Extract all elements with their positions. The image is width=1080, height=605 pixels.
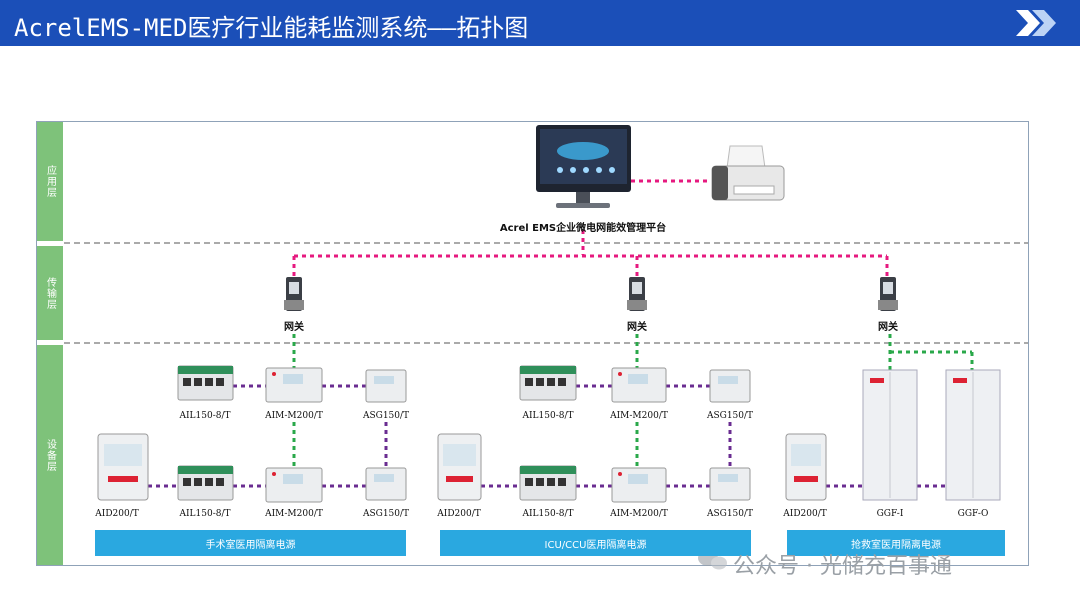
ail150-device-icon [177, 465, 234, 501]
asg150-device-icon [365, 369, 407, 403]
page-title: AcrelEMS-MED医疗行业能耗监测系统——拓扑图 [14, 14, 529, 42]
layer-device: 设备层 [37, 345, 63, 565]
purple-links [148, 384, 946, 488]
gateway-icon [627, 277, 647, 311]
header-bar: AcrelEMS-MED医疗行业能耗监测系统——拓扑图 [0, 0, 1080, 46]
device-label: AID200/T [437, 509, 481, 519]
gateway-icon [284, 277, 304, 311]
device-label: ASG150/T [706, 411, 754, 421]
device-label: GGF-I [876, 509, 904, 519]
aid200-device-icon [437, 433, 482, 501]
layer-transmission: 传输层 [37, 246, 63, 340]
device-label: AIL150-8/T [179, 411, 231, 421]
watermark: 公众号 · 光储充百事通 [695, 548, 952, 580]
device-label: AIL150-8/T [522, 509, 574, 519]
watermark-text: 公众号 · 光储充百事通 [733, 554, 952, 579]
chevron-right-icon [1016, 10, 1056, 36]
asg150-device-icon [709, 369, 751, 403]
aim-m200-device-icon [265, 367, 323, 403]
aim-m200-device-icon [265, 467, 323, 503]
device-label: ASG150/T [706, 509, 754, 519]
ail150-device-icon [519, 465, 577, 501]
asg150-device-icon [365, 467, 407, 501]
device-label: AID200/T [783, 509, 827, 519]
gateway-label: 网关 [878, 322, 898, 333]
gateway-label: 网关 [284, 322, 304, 333]
printer-icon [711, 145, 785, 201]
gateway-icon [878, 277, 898, 311]
aim-m200-device-icon [611, 367, 667, 403]
aim-m200-device-icon [611, 467, 667, 503]
green-links [292, 334, 974, 466]
pink-bus [292, 179, 889, 277]
device-label: ASG150/T [362, 509, 410, 519]
device-label: ASG150/T [362, 411, 410, 421]
aid200-device-icon [785, 433, 827, 501]
ggf-cabinet-icon [862, 369, 918, 501]
device-label: AIL150-8/T [179, 509, 231, 519]
ail150-device-icon [519, 365, 577, 401]
layer-application: 应用层 [37, 122, 63, 241]
device-label: AIM-M200/T [610, 509, 668, 519]
topology-frame [36, 121, 1029, 566]
gateway-label: 网关 [627, 322, 647, 333]
device-label: AID200/T [95, 509, 139, 519]
device-label: AIM-M200/T [265, 509, 323, 519]
device-label: GGF-O [957, 509, 989, 519]
ail150-device-icon [177, 365, 234, 401]
platform-label: Acrel EMS企业微电网能效管理平台 [499, 223, 667, 234]
device-label: AIM-M200/T [610, 411, 668, 421]
ggf-cabinet-icon [945, 369, 1001, 501]
group-bar-emergency: 抢救室医用隔离电源 [787, 530, 1005, 556]
group-bar-surgery: 手术室医用隔离电源 [95, 530, 406, 556]
device-label: AIM-M200/T [265, 411, 323, 421]
computer-monitor-icon [536, 125, 631, 208]
device-label: AIL150-8/T [522, 411, 574, 421]
group-bar-icu: ICU/CCU医用隔离电源 [440, 530, 751, 556]
asg150-device-icon [709, 467, 751, 501]
aid200-device-icon [97, 433, 149, 501]
